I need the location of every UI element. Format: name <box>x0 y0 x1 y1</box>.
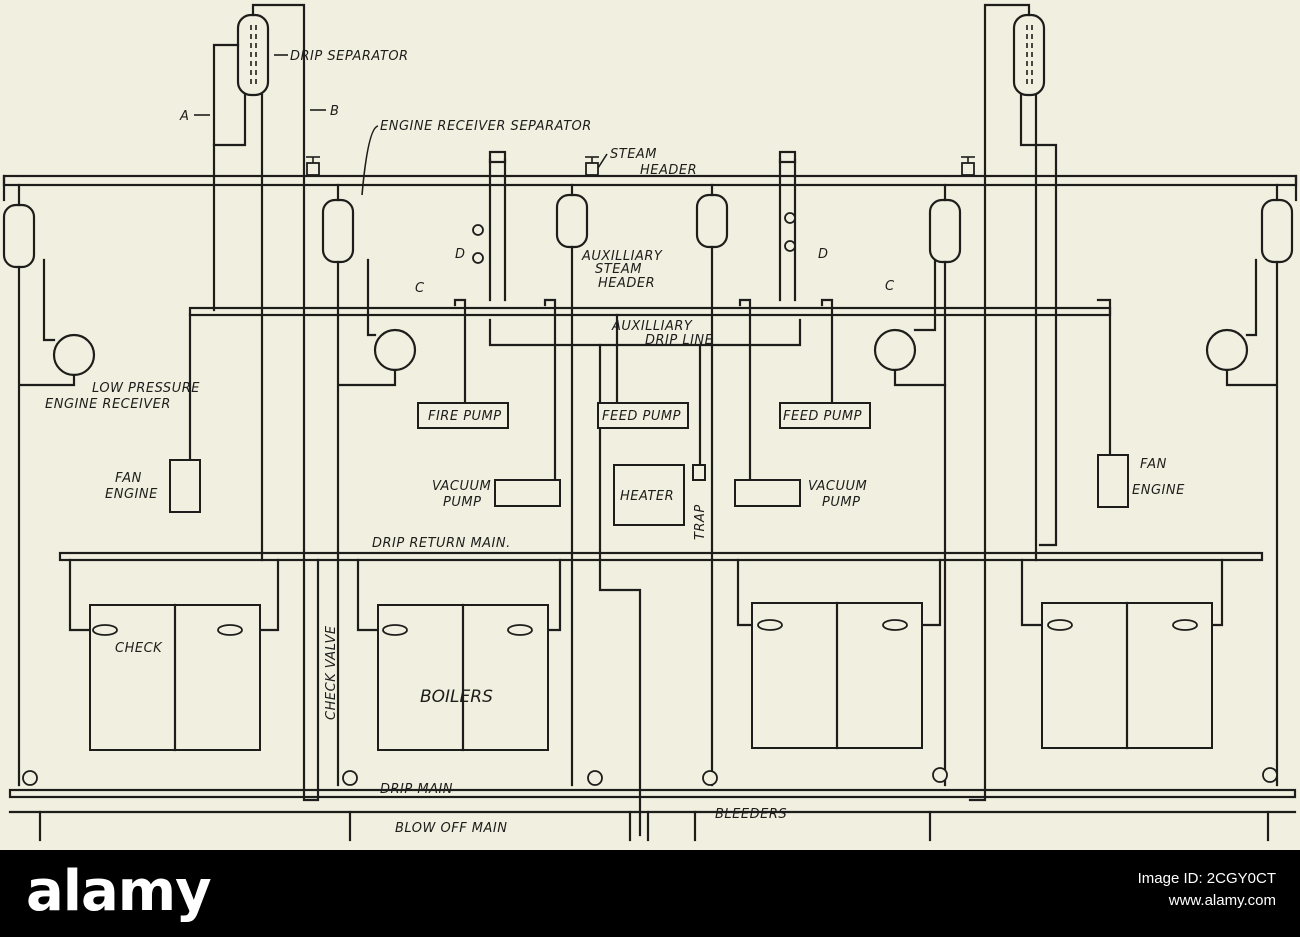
fan-engine-right-label-2: ENGINE <box>1132 483 1185 498</box>
steam-piping-diagram: DRIP SEPARATOR A B ENGINE RECEIVER SEPAR… <box>2 3 1298 842</box>
heater-label: HEATER <box>620 489 674 504</box>
vertical-drip-lines <box>17 245 1279 787</box>
auxiliary-drip-line <box>488 318 802 347</box>
check-valves <box>92 619 1198 636</box>
fan-engine-left-label-2: ENGINE <box>105 487 158 502</box>
pump-connections <box>188 298 1112 837</box>
fan-engine-right-box <box>1097 454 1129 508</box>
feed-pump-label-2: FEED PUMP <box>783 409 862 424</box>
header-valves <box>306 156 975 176</box>
fan-engine-left-label-1: FAN <box>115 471 142 486</box>
fan-engine-left-box <box>169 459 201 513</box>
c-right-label: C <box>885 279 895 294</box>
blow-off-main <box>8 810 1297 842</box>
trap-box <box>692 464 706 481</box>
feed-pump-box-1 <box>597 402 689 429</box>
low-pressure-label-2: ENGINE RECEIVER <box>45 397 171 412</box>
c-left-label: C <box>415 281 425 296</box>
steam-header-label-2: HEADER <box>640 163 697 178</box>
image-id-text: Image ID: 2CGY0CT <box>1137 870 1276 887</box>
drip-separator-left <box>212 3 306 562</box>
drip-separator-label: DRIP SEPARATOR <box>290 49 409 64</box>
heater-box <box>613 464 685 526</box>
feed-pump-box-2 <box>779 402 871 429</box>
fire-pump-box <box>417 402 509 429</box>
aux-steam-header-label-2: STEAM <box>595 262 642 277</box>
site-url-text: www.alamy.com <box>1168 892 1276 909</box>
alamy-logo: alamy <box>26 859 212 924</box>
fire-pump-label: FIRE PUMP <box>428 409 502 424</box>
drip-main <box>8 558 1297 802</box>
aux-steam-header-label-1: AUXILLIARY <box>581 249 663 264</box>
drip-main-label: DRIP MAIN <box>380 782 453 797</box>
vacuum-pump-left-label-1: VACUUM <box>432 479 491 494</box>
vacuum-pump-left-label-2: PUMP <box>443 495 481 510</box>
b-arrow-label: B <box>330 104 339 119</box>
aux-drip-line-label-2: DRIP LINE <box>645 333 714 348</box>
footer-meta: Image ID: 2CGY0CT www.alamy.com <box>1138 868 1276 912</box>
check-label: CHECK <box>115 641 163 656</box>
feed-pump-label-1: FEED PUMP <box>602 409 681 424</box>
steam-header-pipe <box>2 174 1298 202</box>
aux-drip-line-label-1: AUXILLIARY <box>611 319 693 334</box>
engine-receiver-separators <box>2 183 1294 269</box>
low-pressure-receivers <box>18 258 1277 387</box>
a-arrow-label: A <box>179 109 189 124</box>
fan-engine-right-label-1: FAN <box>1140 457 1167 472</box>
boilers <box>89 601 1213 752</box>
drip-return-main-label: DRIP RETURN MAIN. <box>372 536 511 551</box>
drip-separator-right <box>968 3 1058 802</box>
equipment-boxes <box>169 402 1129 526</box>
blow-off-main-label: BLOW OFF MAIN <box>395 821 507 836</box>
vacuum-pump-left-box <box>494 479 561 507</box>
low-pressure-label-1: LOW PRESSURE <box>92 381 200 396</box>
d-right-label: D <box>818 247 829 262</box>
vacuum-pump-right-box <box>734 479 801 507</box>
labels: DRIP SEPARATOR A B ENGINE RECEIVER SEPAR… <box>45 49 1185 836</box>
trap-label: TRAP <box>693 504 708 540</box>
bleeders-label: BLEEDERS <box>715 807 787 822</box>
vacuum-pump-right-label-2: PUMP <box>822 495 860 510</box>
d-left-label: D <box>455 247 466 262</box>
steam-header-label-1: STEAM <box>610 147 657 162</box>
engine-receiver-separator-label: ENGINE RECEIVER SEPARATOR <box>380 119 592 134</box>
check-valve-label: CHECK VALVE <box>324 625 339 720</box>
vacuum-pump-right-label-1: VACUUM <box>808 479 867 494</box>
aux-steam-header-label-3: HEADER <box>598 276 655 291</box>
watermark-footer: alamy Image ID: 2CGY0CT www.alamy.com <box>0 850 1300 937</box>
boilers-label: BOILERS <box>420 687 493 707</box>
